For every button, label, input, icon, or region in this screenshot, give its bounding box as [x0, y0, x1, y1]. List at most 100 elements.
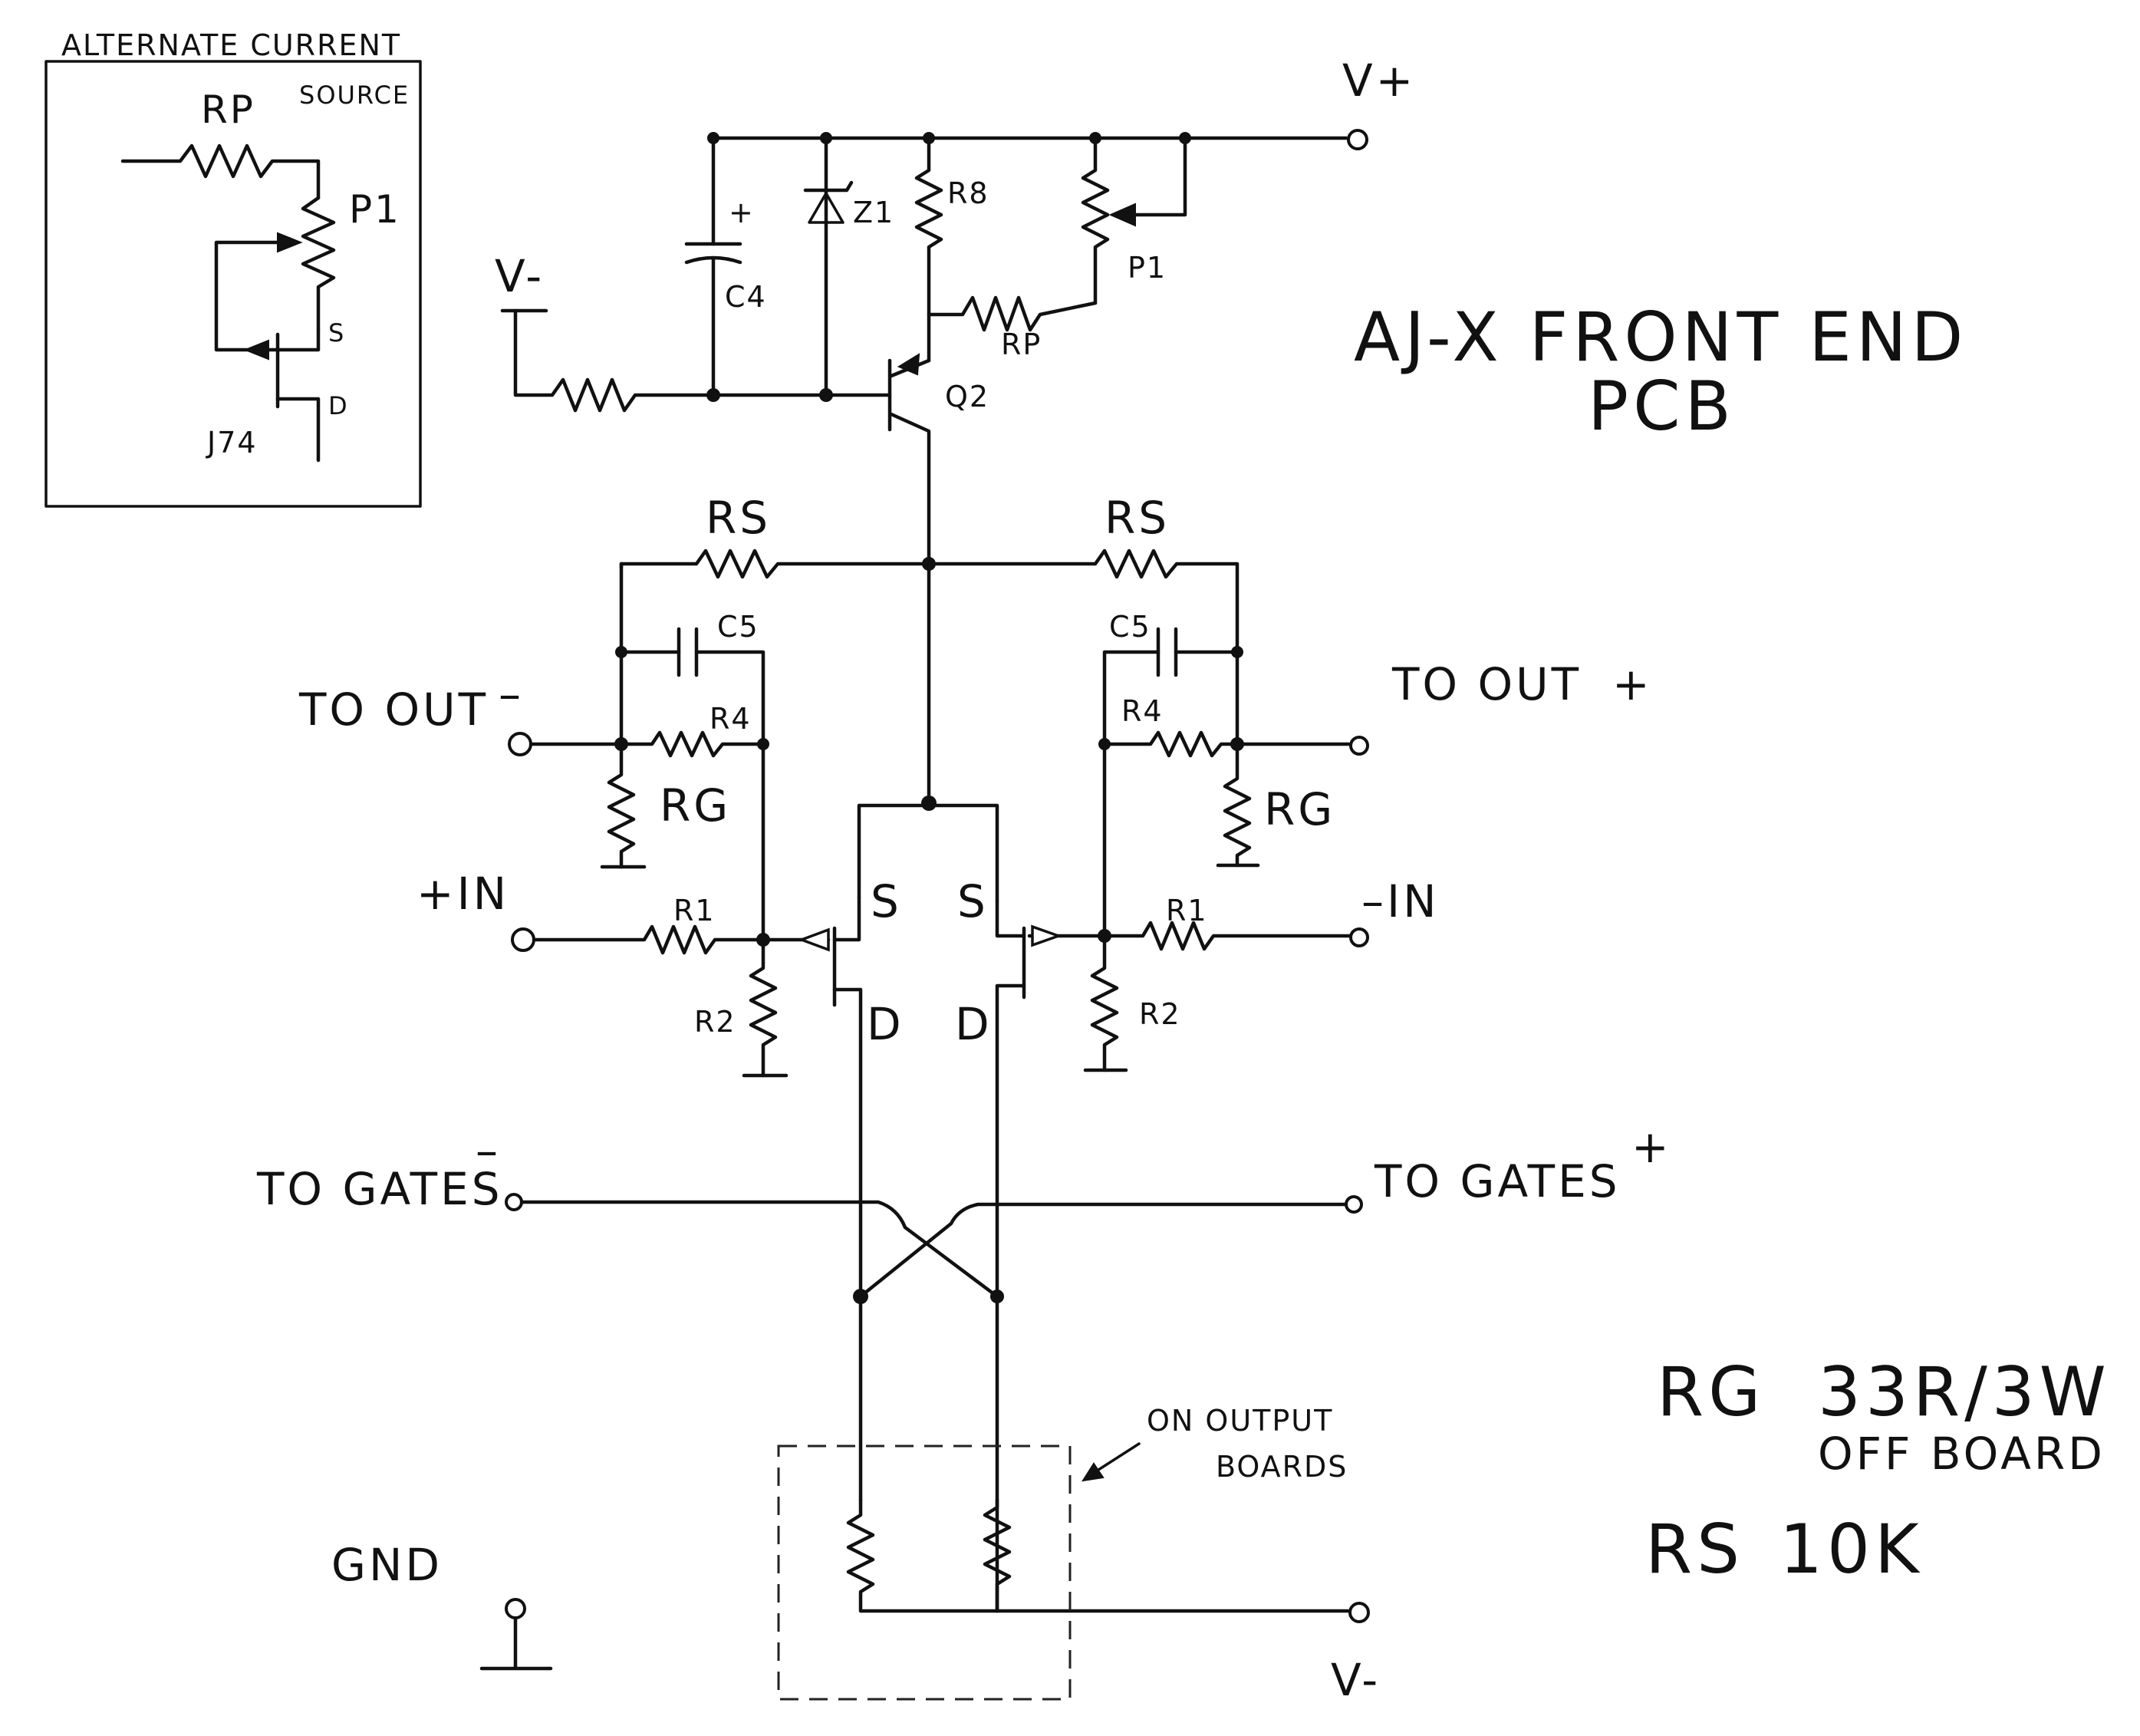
vplus-terminal	[1347, 129, 1368, 150]
gate-outputs: TO GATES – TO GATES + V- ON OUTPUT BOARD…	[256, 1121, 1669, 1706]
title-line2: PCB	[1588, 367, 1736, 446]
c5-left-label: C5	[717, 610, 759, 644]
output-boards-box	[777, 1444, 1072, 1701]
to-gates-plus-terminal	[1345, 1195, 1363, 1214]
rs-left-resistor	[619, 548, 931, 579]
q2-label: Q2	[945, 380, 989, 413]
rp-resistor	[927, 295, 1098, 332]
rg-right-label: RG	[1264, 783, 1335, 835]
s-left-label: S	[871, 875, 902, 927]
to-gates-minus-terminal	[505, 1193, 523, 1211]
gnd-symbol	[479, 1616, 553, 1671]
junction-dot	[1179, 132, 1191, 144]
jfet-right-gate-arrow-icon	[1031, 924, 1063, 947]
inset-p1-label: P1	[349, 187, 401, 232]
r2-left-label: R2	[694, 1005, 736, 1039]
plus-in-terminal	[511, 927, 535, 952]
r2-left-resistor	[749, 937, 778, 1078]
d-left-label: D	[867, 998, 904, 1050]
output-res-right	[983, 1497, 1012, 1613]
output-boards-label-line1: ON OUTPUT	[1147, 1404, 1333, 1438]
to-out-minus-terminal	[508, 732, 532, 756]
junction-dot	[707, 132, 719, 144]
p1-resistor	[1081, 136, 1110, 305]
to-out-minus-label: TO OUT	[298, 684, 489, 736]
p1-label: P1	[1128, 251, 1167, 285]
title-line1: AJ-X FRONT END	[1354, 298, 1967, 377]
jfet-left-source	[832, 895, 861, 942]
inset-alternate-current-source: ALTERNATE CURRENT SOURCE RP P1 S D J74	[44, 28, 422, 508]
to-gates-plus-wire	[858, 1202, 1348, 1299]
r1-left-resistor	[532, 924, 765, 955]
z1-label: Z1	[853, 196, 894, 229]
feedback-network: RS RS C5 R4 TO OUT – RG C5	[298, 492, 1653, 869]
r8-resistor	[914, 136, 943, 363]
note-rg-label: RG	[1657, 1352, 1765, 1431]
note-rg-offboard: OFF BOARD	[1818, 1428, 2105, 1480]
junction-dot	[615, 646, 627, 658]
inset-title-line1: ALTERNATE CURRENT	[61, 28, 401, 62]
junction-dot	[923, 132, 935, 144]
q2-emitter	[889, 412, 931, 570]
to-out-plus-label: TO OUT	[1391, 658, 1582, 710]
notes-block: RG 33R/3W OFF BOARD RS 10K	[1645, 1352, 2106, 1589]
rp-label: RP	[1001, 328, 1042, 361]
c5-right-label: C5	[1109, 610, 1151, 644]
rg-right-resistor	[1223, 742, 1252, 868]
s-right-label: S	[957, 875, 989, 927]
junction-dot	[819, 388, 833, 402]
rs-right-resistor	[927, 548, 1240, 654]
inset-frame	[44, 60, 422, 508]
r4-left-resistor	[619, 730, 765, 758]
minus-in-label: –IN	[1361, 875, 1440, 927]
gnd-terminal	[505, 1598, 526, 1619]
jfet-right-drain	[995, 983, 1026, 1613]
note-rs-label: RS	[1645, 1510, 1744, 1589]
jfet-right-source	[995, 899, 1026, 938]
positive-rail-section: V+ + C4 Z1 R8 P1 RP V- Q2	[495, 54, 1416, 570]
inset-title-line2: SOURCE	[299, 81, 410, 110]
r1-left-label: R1	[673, 894, 716, 927]
to-gates-minus-wire	[519, 1200, 999, 1299]
r8-label: R8	[947, 176, 989, 210]
vminus-bottom-terminal	[1348, 1602, 1370, 1623]
rg-left-label: RG	[660, 779, 731, 832]
inset-p1-resistor	[301, 196, 336, 332]
rs-right-label: RS	[1105, 492, 1170, 544]
p1-wiper-wire	[1133, 136, 1187, 217]
junction-dot	[990, 1290, 1004, 1303]
gnd-label: GND	[331, 1539, 443, 1591]
junction-dot	[706, 388, 720, 402]
inset-gate-arrow-icon	[243, 339, 269, 361]
minus-in-terminal	[1349, 927, 1369, 947]
jfet-left-gate-arrow-icon	[797, 927, 830, 952]
d-right-label: D	[955, 998, 993, 1050]
rs-left-label: RS	[706, 492, 771, 544]
vplus-label: V+	[1342, 54, 1416, 107]
p1-wiper-arrow-icon	[1108, 203, 1136, 227]
z1-diode-icon	[808, 192, 844, 224]
junction-dot	[1089, 132, 1101, 144]
c4-label: C4	[725, 280, 767, 314]
inset-s-label: S	[328, 318, 345, 348]
rg-left-resistor	[607, 742, 636, 869]
to-gates-minus-sign: –	[476, 1125, 501, 1177]
r4-left-label: R4	[709, 702, 752, 736]
vminus-bottom-label: V-	[1331, 1654, 1381, 1706]
junction-dot	[921, 796, 937, 811]
c5-right-wire-l	[1102, 650, 1161, 746]
vminus-left-label: V-	[495, 250, 545, 302]
junction-dot	[820, 132, 832, 144]
r1-right-resistor	[1102, 921, 1352, 951]
z1-bar	[803, 180, 854, 193]
plus-in-label: +IN	[416, 868, 509, 920]
r2-right-label: R2	[1139, 997, 1181, 1031]
r1-right-label: R1	[1166, 894, 1208, 927]
inset-rp-label: RP	[201, 87, 255, 132]
jfet-left-drain	[832, 987, 863, 1299]
r4-right-label: R4	[1121, 694, 1164, 728]
c5-left-wire-r	[694, 650, 765, 746]
gnd-section: GND	[331, 1539, 553, 1671]
to-out-plus-sign: +	[1612, 658, 1653, 710]
